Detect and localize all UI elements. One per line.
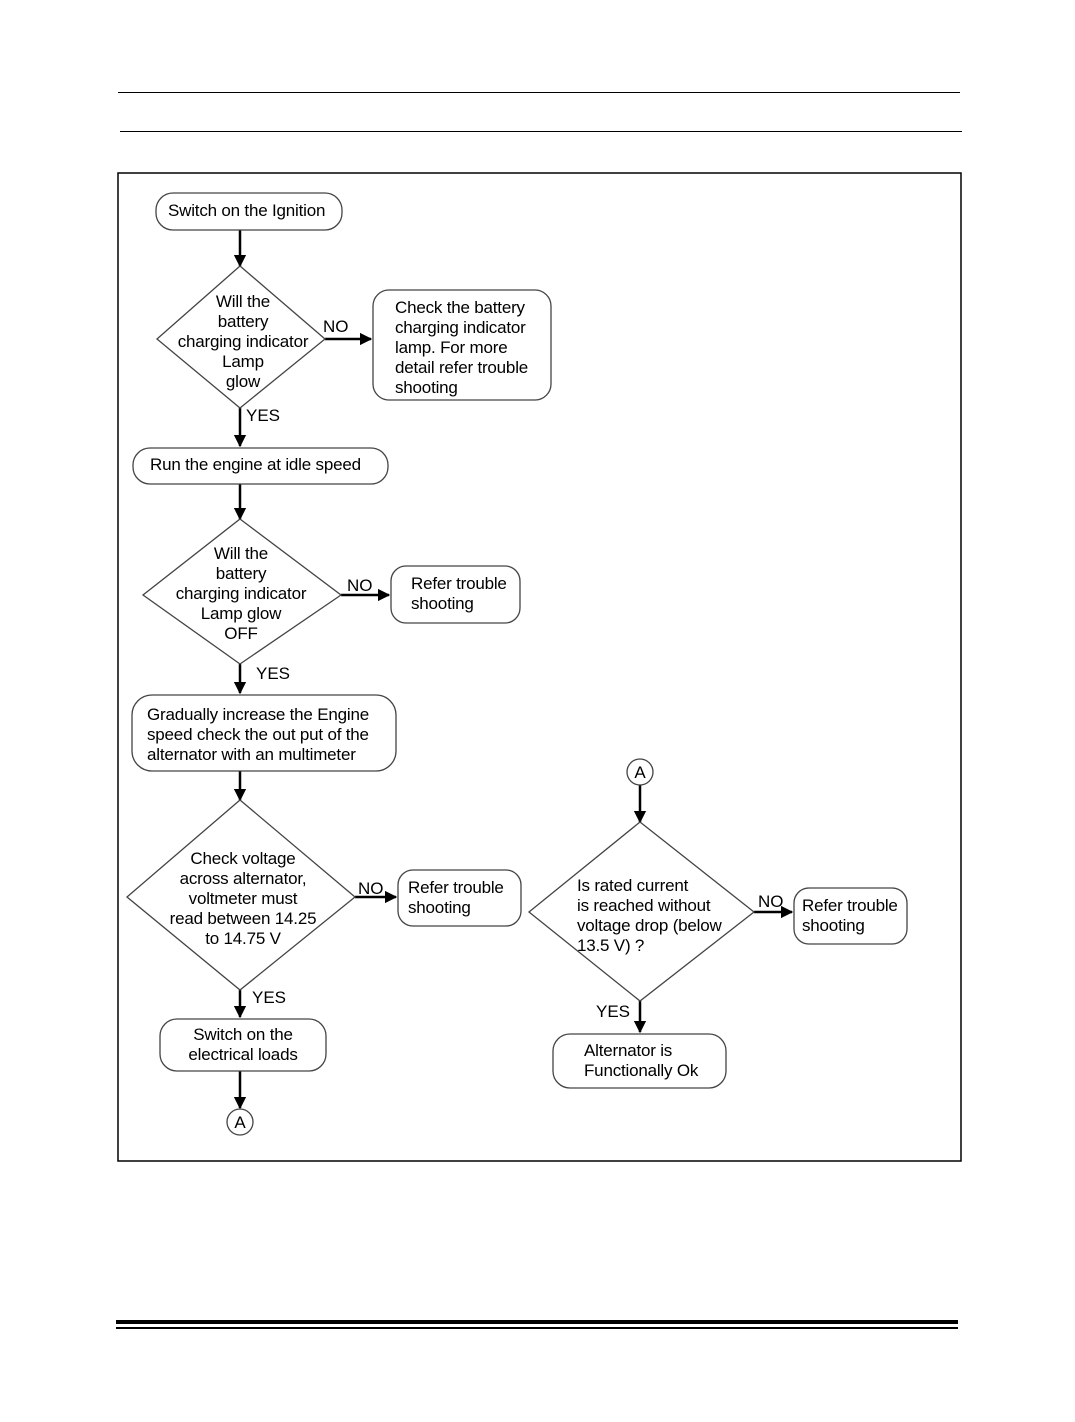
- footer-rule-thick: [116, 1320, 958, 1324]
- connector-out-label: A: [234, 1113, 246, 1132]
- lamp-glow-question-line: Will the: [216, 292, 270, 311]
- node-shapes: [125, 192, 908, 1136]
- start-label: Switch on the Ignition: [168, 201, 325, 220]
- loads-box-shape: [159, 1018, 327, 1072]
- voltage-question-line: voltmeter must: [189, 889, 298, 908]
- connector-out-circle: [226, 1108, 254, 1136]
- lamp-off-decision-shape: [141, 518, 343, 665]
- refer-box-3-shape: [793, 887, 908, 945]
- ok-label-line: Functionally Ok: [584, 1061, 699, 1080]
- diagram-frame: [117, 172, 962, 1162]
- voltage-question-line: read between 14.25: [170, 909, 317, 928]
- lamp-off-question-line: OFF: [224, 624, 257, 643]
- current-no-label: NO: [758, 892, 784, 911]
- start-label-line: Switch on the Ignition: [168, 201, 325, 220]
- edge-labels: NO YES NO YES NO YES NO YES: [246, 317, 784, 1021]
- run-idle-terminal-shape: [132, 447, 389, 485]
- voltage-question-line: Check voltage: [190, 849, 295, 868]
- increase-speed-box-shape: [131, 694, 397, 772]
- voltage-no-label: NO: [358, 879, 384, 898]
- run-idle-label-line: Run the engine at idle speed: [150, 455, 361, 474]
- refer-2-label-line: Refer trouble: [408, 878, 504, 897]
- lamp-off-question-line: battery: [216, 564, 267, 583]
- voltage-yes-label: YES: [252, 988, 286, 1007]
- increase-speed-label-line: alternator with an multimeter: [147, 745, 356, 764]
- edges: [233, 230, 794, 1110]
- check-lamp-label-line: charging indicator: [395, 318, 526, 337]
- increase-speed-label-line: speed check the out put of the: [147, 725, 369, 744]
- check-lamp-label-line: detail refer trouble: [395, 358, 528, 377]
- current-yes-label: YES: [596, 1002, 630, 1021]
- connector-in-circle: [626, 758, 654, 786]
- check-lamp-box-shape: [372, 289, 552, 401]
- voltage-question-line: across alternator,: [180, 869, 307, 888]
- check-lamp-label-line: shooting: [395, 378, 458, 397]
- refer-box-1-shape: [390, 565, 521, 624]
- header-rule-bottom: [120, 131, 962, 132]
- refer-1-label-line: shooting: [411, 594, 474, 613]
- loads-label-line: Switch on the: [193, 1025, 292, 1044]
- ok-box-shape: [552, 1033, 727, 1089]
- lamp-off-question-line: charging indicator: [176, 584, 307, 603]
- lamp-glow-question-line: glow: [226, 372, 261, 391]
- connector-in-label: A: [634, 763, 646, 782]
- lamp-off-question-line: Will the: [214, 544, 268, 563]
- current-question-line: voltage drop (below: [577, 916, 722, 935]
- refer-1-label-line: Refer trouble: [411, 574, 507, 593]
- lamp-glow-no-label: NO: [323, 317, 349, 336]
- lamp-glow-question-line: battery: [218, 312, 269, 331]
- connector-labels: A A: [234, 763, 646, 1132]
- start-terminal-shape: [155, 192, 343, 231]
- refer-3-label-line: shooting: [802, 916, 865, 935]
- refer-box-2-shape: [397, 869, 522, 927]
- increase-speed-label-line: Gradually increase the Engine: [147, 705, 369, 724]
- run-idle-label: Run the engine at idle speed: [150, 455, 361, 474]
- header-rule-top: [118, 92, 960, 93]
- lamp-glow-question-line: charging indicator: [178, 332, 309, 351]
- current-question-line: is reached without: [577, 896, 711, 915]
- current-decision-shape: [527, 821, 756, 1002]
- current-question-line: 13.5 V) ?: [577, 936, 644, 955]
- lamp-off-yes-label: YES: [256, 664, 290, 683]
- lamp-glow-question-line: Lamp: [222, 352, 264, 371]
- voltage-question-line: to 14.75 V: [205, 929, 281, 948]
- lamp-off-question-line: Lamp glow: [201, 604, 282, 623]
- loads-label-line: electrical loads: [188, 1045, 297, 1064]
- current-question-line: Is rated current: [577, 876, 689, 895]
- lamp-off-no-label: NO: [347, 576, 373, 595]
- lamp-glow-decision-shape: [155, 265, 327, 409]
- voltage-decision-shape: [125, 799, 357, 991]
- ok-label-line: Alternator is: [584, 1041, 672, 1060]
- refer-2-label-line: shooting: [408, 898, 471, 917]
- footer-rule-thin: [116, 1327, 958, 1329]
- check-lamp-label-line: lamp. For more: [395, 338, 507, 357]
- refer-3-label-line: Refer trouble: [802, 896, 898, 915]
- check-lamp-label-line: Check the battery: [395, 298, 526, 317]
- lamp-glow-yes-label: YES: [246, 406, 280, 425]
